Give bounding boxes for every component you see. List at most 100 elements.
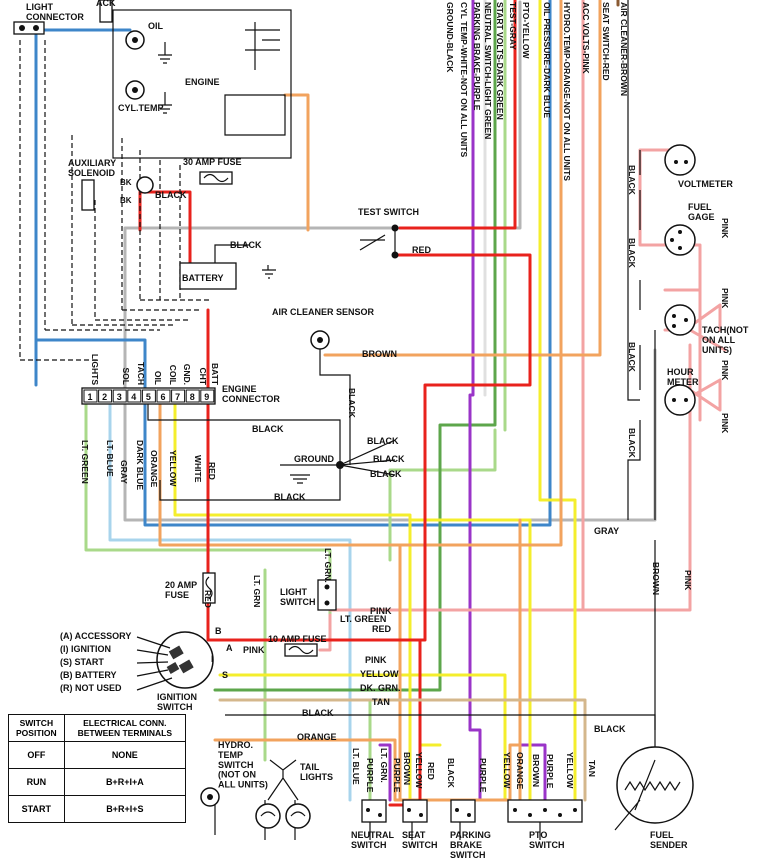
light-connector bbox=[13, 21, 45, 35]
harness-label: START VOLTS-DARK GREEN bbox=[495, 2, 505, 120]
harness-label: SEAT SWITCH-RED bbox=[601, 2, 611, 81]
test-switch-label: TEST SWITCH bbox=[358, 207, 419, 217]
wire-label-black-2: BLACK bbox=[373, 454, 405, 464]
wire-label-vertical: YELLOW bbox=[414, 752, 424, 789]
ground-symbol-icon bbox=[290, 474, 310, 484]
ignition-position-list: (A) ACCESSORY(I) IGNITION(S) START(B) BA… bbox=[60, 631, 131, 693]
connector-pin-number: 7 bbox=[175, 392, 180, 402]
starter-icon bbox=[245, 22, 280, 70]
fuse10-label: 10 AMP FUSE bbox=[268, 634, 327, 644]
wire-label-red-2: RED bbox=[372, 624, 392, 634]
connector-pin-number: 3 bbox=[117, 392, 122, 402]
voltmeter-icon bbox=[664, 144, 696, 176]
test-switch-wiring bbox=[360, 228, 396, 255]
fuse30-label: 30 AMP FUSE bbox=[183, 157, 242, 167]
wire-label-vertical: BLACK bbox=[347, 388, 357, 419]
ignition-position: (A) ACCESSORY bbox=[60, 631, 131, 641]
parking-brake-switch-icon bbox=[450, 799, 476, 823]
legend-position: OFF bbox=[8, 741, 65, 769]
wire-label-lt-grn: LT. GREEN bbox=[340, 614, 386, 624]
legend-connection: B+R+I+S bbox=[63, 795, 187, 823]
wire-label-vertical: RED bbox=[426, 762, 436, 780]
engine-outline bbox=[112, 9, 292, 159]
ignition-terminal: S bbox=[222, 670, 228, 680]
hour-meter-icon bbox=[664, 384, 696, 416]
air-cleaner-ground bbox=[319, 340, 351, 465]
wire-label-pink-3: PINK bbox=[365, 655, 387, 665]
ground-bus bbox=[147, 395, 396, 501]
wire-label-vertical: RED bbox=[203, 590, 213, 608]
connector-pin bbox=[112, 389, 127, 403]
wire-label-black-1: BLACK bbox=[367, 436, 399, 446]
wire-label-vertical: BLACK bbox=[627, 342, 637, 373]
connector-pin-number: 2 bbox=[102, 392, 107, 402]
wire-parking-purple bbox=[378, 0, 547, 802]
wire-label-yellow: YELLOW bbox=[360, 669, 399, 679]
wire-label-vertical: PINK bbox=[683, 570, 693, 591]
wire-label-vertical: ORANGE bbox=[515, 752, 525, 790]
black-lower bbox=[225, 714, 656, 730]
wire-label-brown-air: BROWN bbox=[362, 349, 397, 359]
wire-pto-yellow bbox=[173, 0, 577, 802]
wire-label-vertical: BROWN bbox=[531, 754, 541, 787]
tach-icon bbox=[664, 304, 696, 336]
wire-label-black-battery: BLACK bbox=[230, 240, 262, 250]
wire-label-black-4: BLACK bbox=[274, 492, 306, 502]
connector-pin-label: CHT bbox=[198, 368, 208, 386]
wire-label-orange: ORANGE bbox=[297, 732, 337, 742]
wire-label-vertical: BROWN bbox=[402, 752, 412, 785]
connector-pin bbox=[83, 389, 98, 403]
engine-label: ENGINE bbox=[185, 77, 220, 87]
harness-label: ACC VOLTS-PINK bbox=[581, 2, 591, 74]
legend-position: START bbox=[8, 795, 65, 823]
seat-switch-icon bbox=[402, 799, 428, 823]
ignition-position: (S) START bbox=[60, 657, 104, 667]
back-label: ACK bbox=[96, 0, 116, 8]
wire-label-vertical: BLACK bbox=[627, 238, 637, 269]
ignition-terminal: A bbox=[226, 643, 233, 653]
connector-pin bbox=[141, 389, 156, 403]
wire-label-vertical: RED bbox=[207, 462, 217, 480]
wire-label-vertical: WHITE bbox=[193, 455, 203, 483]
connector-pin bbox=[185, 389, 200, 403]
harness-label: TEST-GRAY bbox=[508, 2, 518, 50]
connector-pin-label: TACH bbox=[136, 362, 146, 385]
wire-label-vertical: TAN bbox=[587, 760, 597, 777]
dashed-harness-2 bbox=[45, 299, 210, 331]
wire-label-vertical: BLACK bbox=[446, 758, 456, 789]
connector-pin-number: 9 bbox=[204, 392, 209, 402]
connector-pin-number: 4 bbox=[131, 392, 136, 402]
wire-label-vertical: YELLOW bbox=[565, 752, 575, 789]
wire-label-vertical: LT. BLUE bbox=[105, 440, 115, 477]
connector-pin bbox=[127, 389, 142, 403]
legend-header-position: SWITCH POSITION bbox=[8, 714, 65, 742]
connector-pin-label: OIL bbox=[153, 371, 163, 385]
harness-label: PTO-YELLOW bbox=[521, 2, 531, 59]
wire-label-vertical: PURPLE bbox=[365, 758, 375, 793]
legend-header-connection: ELECTRICAL CONN. BETWEEN TERMINALS bbox=[63, 714, 187, 742]
ground-junction-icon bbox=[336, 461, 344, 469]
battery-ground-icon bbox=[262, 269, 276, 279]
wire-label-pink-1: PINK bbox=[370, 606, 392, 616]
ignition-position: (I) IGNITION bbox=[60, 644, 111, 654]
wire-tan bbox=[218, 698, 587, 802]
wire-label-vertical: LT. GRN. bbox=[323, 548, 333, 583]
legend-row: START B+R+I+S bbox=[8, 795, 187, 823]
wire-label-vertical: DARK BLUE bbox=[135, 440, 145, 490]
connector-pin-number: 1 bbox=[88, 392, 93, 402]
wire-label-gray: GRAY bbox=[594, 526, 619, 536]
legend-connection: B+R+I+A bbox=[63, 768, 187, 796]
battery-label: BATTERY bbox=[182, 273, 224, 283]
wire-label-vertical: ORANGE bbox=[149, 450, 159, 488]
wire-label-vertical: PINK bbox=[720, 360, 730, 381]
